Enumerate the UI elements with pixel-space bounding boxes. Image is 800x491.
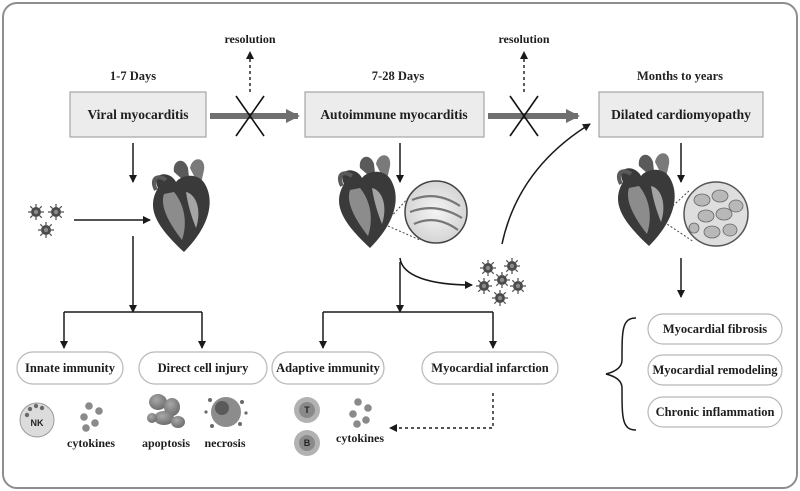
b-cell-icon [294, 430, 320, 456]
outcome-label-1: Myocardial fibrosis [663, 322, 767, 336]
resolution-label-2: resolution [498, 32, 549, 46]
outcome-pill-3 [647, 396, 783, 428]
outcome-pill-2 [647, 354, 783, 386]
myocardial-infarction-pill [421, 351, 559, 385]
stage-3-title: Dilated cardiomyopathy [611, 107, 751, 122]
t-cell-label: T [304, 405, 310, 415]
stage-1-period: 1-7 Days [110, 69, 156, 83]
stage-1-title: Viral myocarditis [87, 107, 188, 122]
fibrotic-tissue-magnifier-icon [663, 181, 749, 247]
necrosis-label: necrosis [204, 436, 245, 450]
stage-2-period: 7-28 Days [372, 69, 425, 83]
resolution-label-1: resolution [224, 32, 275, 46]
outcomes-brace [605, 317, 637, 431]
b-cell-label: B [304, 438, 311, 448]
stage-3-box [598, 91, 764, 138]
heart-to-virus-curve [399, 257, 473, 289]
blocked-cross-1 [235, 95, 265, 137]
stage-2-box [304, 91, 485, 138]
adaptive-immunity-label: Adaptive immunity [276, 361, 381, 375]
innate-immunity-label: Innate immunity [25, 361, 116, 375]
myocardial-infarction-label: Myocardial infarction [431, 361, 549, 375]
innate-immunity-pill [16, 351, 124, 385]
apoptosis-icon [147, 394, 185, 428]
cytokines-icon-1 [80, 402, 103, 432]
outcome-label-2: Myocardial remodeling [652, 363, 778, 377]
direct-cell-injury-label: Direct cell injury [158, 361, 249, 375]
stage-1-box [69, 91, 207, 138]
t-cell-icon [294, 397, 320, 423]
tissue-magnifier-icon [387, 180, 468, 244]
blocked-cross-2 [509, 95, 539, 137]
nk-cell-icon [19, 402, 55, 438]
adaptive-immunity-pill [271, 351, 385, 385]
stage-3-period: Months to years [637, 69, 723, 83]
outcome-pill-1 [647, 313, 783, 345]
apoptosis-label: apoptosis [142, 436, 190, 450]
virus-to-dcm-curve [501, 123, 591, 245]
necrosis-icon [204, 397, 248, 428]
cytokines-label-1: cytokines [67, 436, 115, 450]
nk-cell-label: NK [31, 418, 44, 428]
outcome-label-3: Chronic inflammation [656, 405, 775, 419]
cytokines-label-2: cytokines [336, 431, 384, 445]
cytokines-icon-2 [349, 398, 372, 428]
stage-2-title: Autoimmune myocarditis [320, 107, 467, 122]
infarction-to-immunity-arrow [389, 393, 494, 432]
direct-cell-injury-pill [138, 351, 268, 385]
